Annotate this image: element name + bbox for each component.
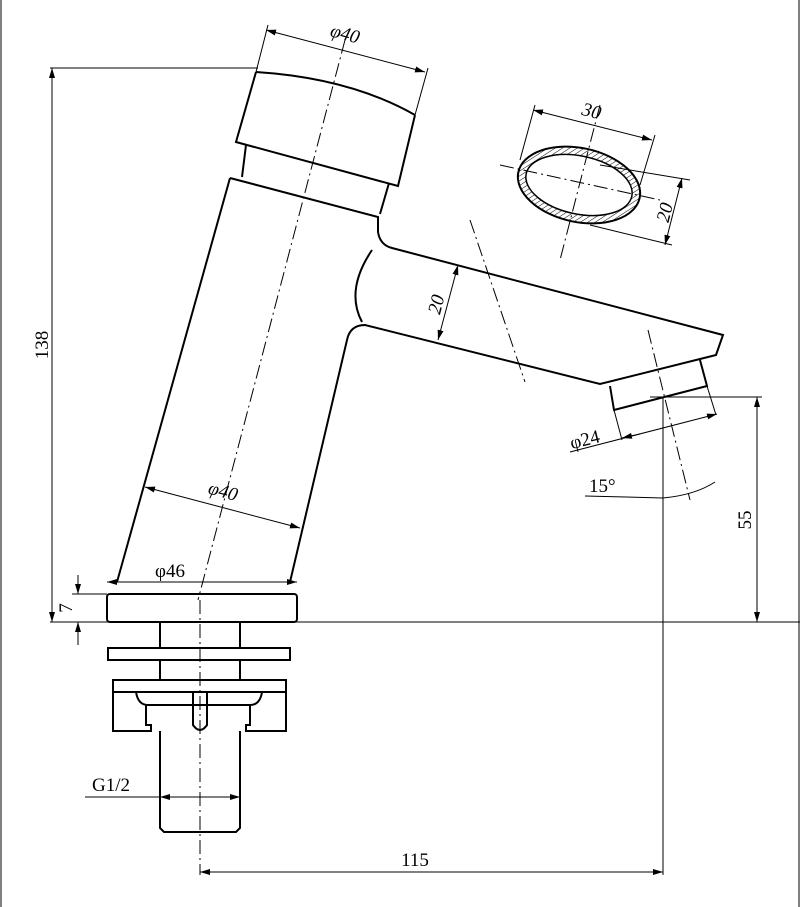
outlet-height-label: 20 — [653, 200, 678, 224]
base-diameter-label: φ46 — [155, 561, 185, 582]
body-diameter-label: φ40 — [206, 478, 240, 506]
spout-height-label: 55 — [735, 511, 756, 530]
body-centerline — [197, 39, 346, 601]
base-thickness-label: 7 — [56, 603, 77, 613]
push-button-cap — [234, 71, 416, 215]
angle-label: 15° — [589, 476, 616, 497]
spout-centerline — [469, 219, 526, 383]
thread-label: G1/2 — [92, 775, 130, 796]
outlet-section — [499, 104, 661, 261]
aerator-centerline — [647, 329, 691, 501]
aerator-diameter-label: φ24 — [568, 426, 603, 454]
dimensions — [49, 24, 800, 875]
outlet-width-label: 30 — [579, 99, 604, 124]
total-height-label: 138 — [32, 331, 53, 360]
reach-label: 115 — [401, 850, 429, 871]
faucet-body — [116, 177, 725, 583]
base-fittings — [106, 593, 298, 833]
cap-diameter-label: φ40 — [328, 20, 362, 48]
